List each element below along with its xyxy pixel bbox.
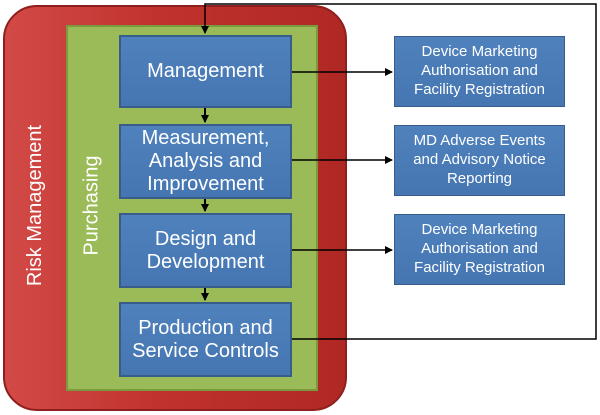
process-step-measurement: Measurement, Analysis and Improvement [119, 124, 292, 199]
regulatory-box-marketing-authorisation-2: Device Marketing Authorisation and Facil… [394, 214, 565, 285]
process-step-production: Production and Service Controls [119, 302, 292, 377]
purchasing-label: Purchasing [80, 154, 103, 256]
regulatory-box-marketing-authorisation-1: Device Marketing Authorisation and Facil… [394, 36, 565, 107]
risk-management-label: Risk Management [24, 124, 47, 286]
regulatory-box-adverse-events: MD Adverse Events and Advisory Notice Re… [394, 125, 565, 196]
process-step-management: Management [119, 35, 292, 108]
process-step-design: Design and Development [119, 213, 292, 288]
